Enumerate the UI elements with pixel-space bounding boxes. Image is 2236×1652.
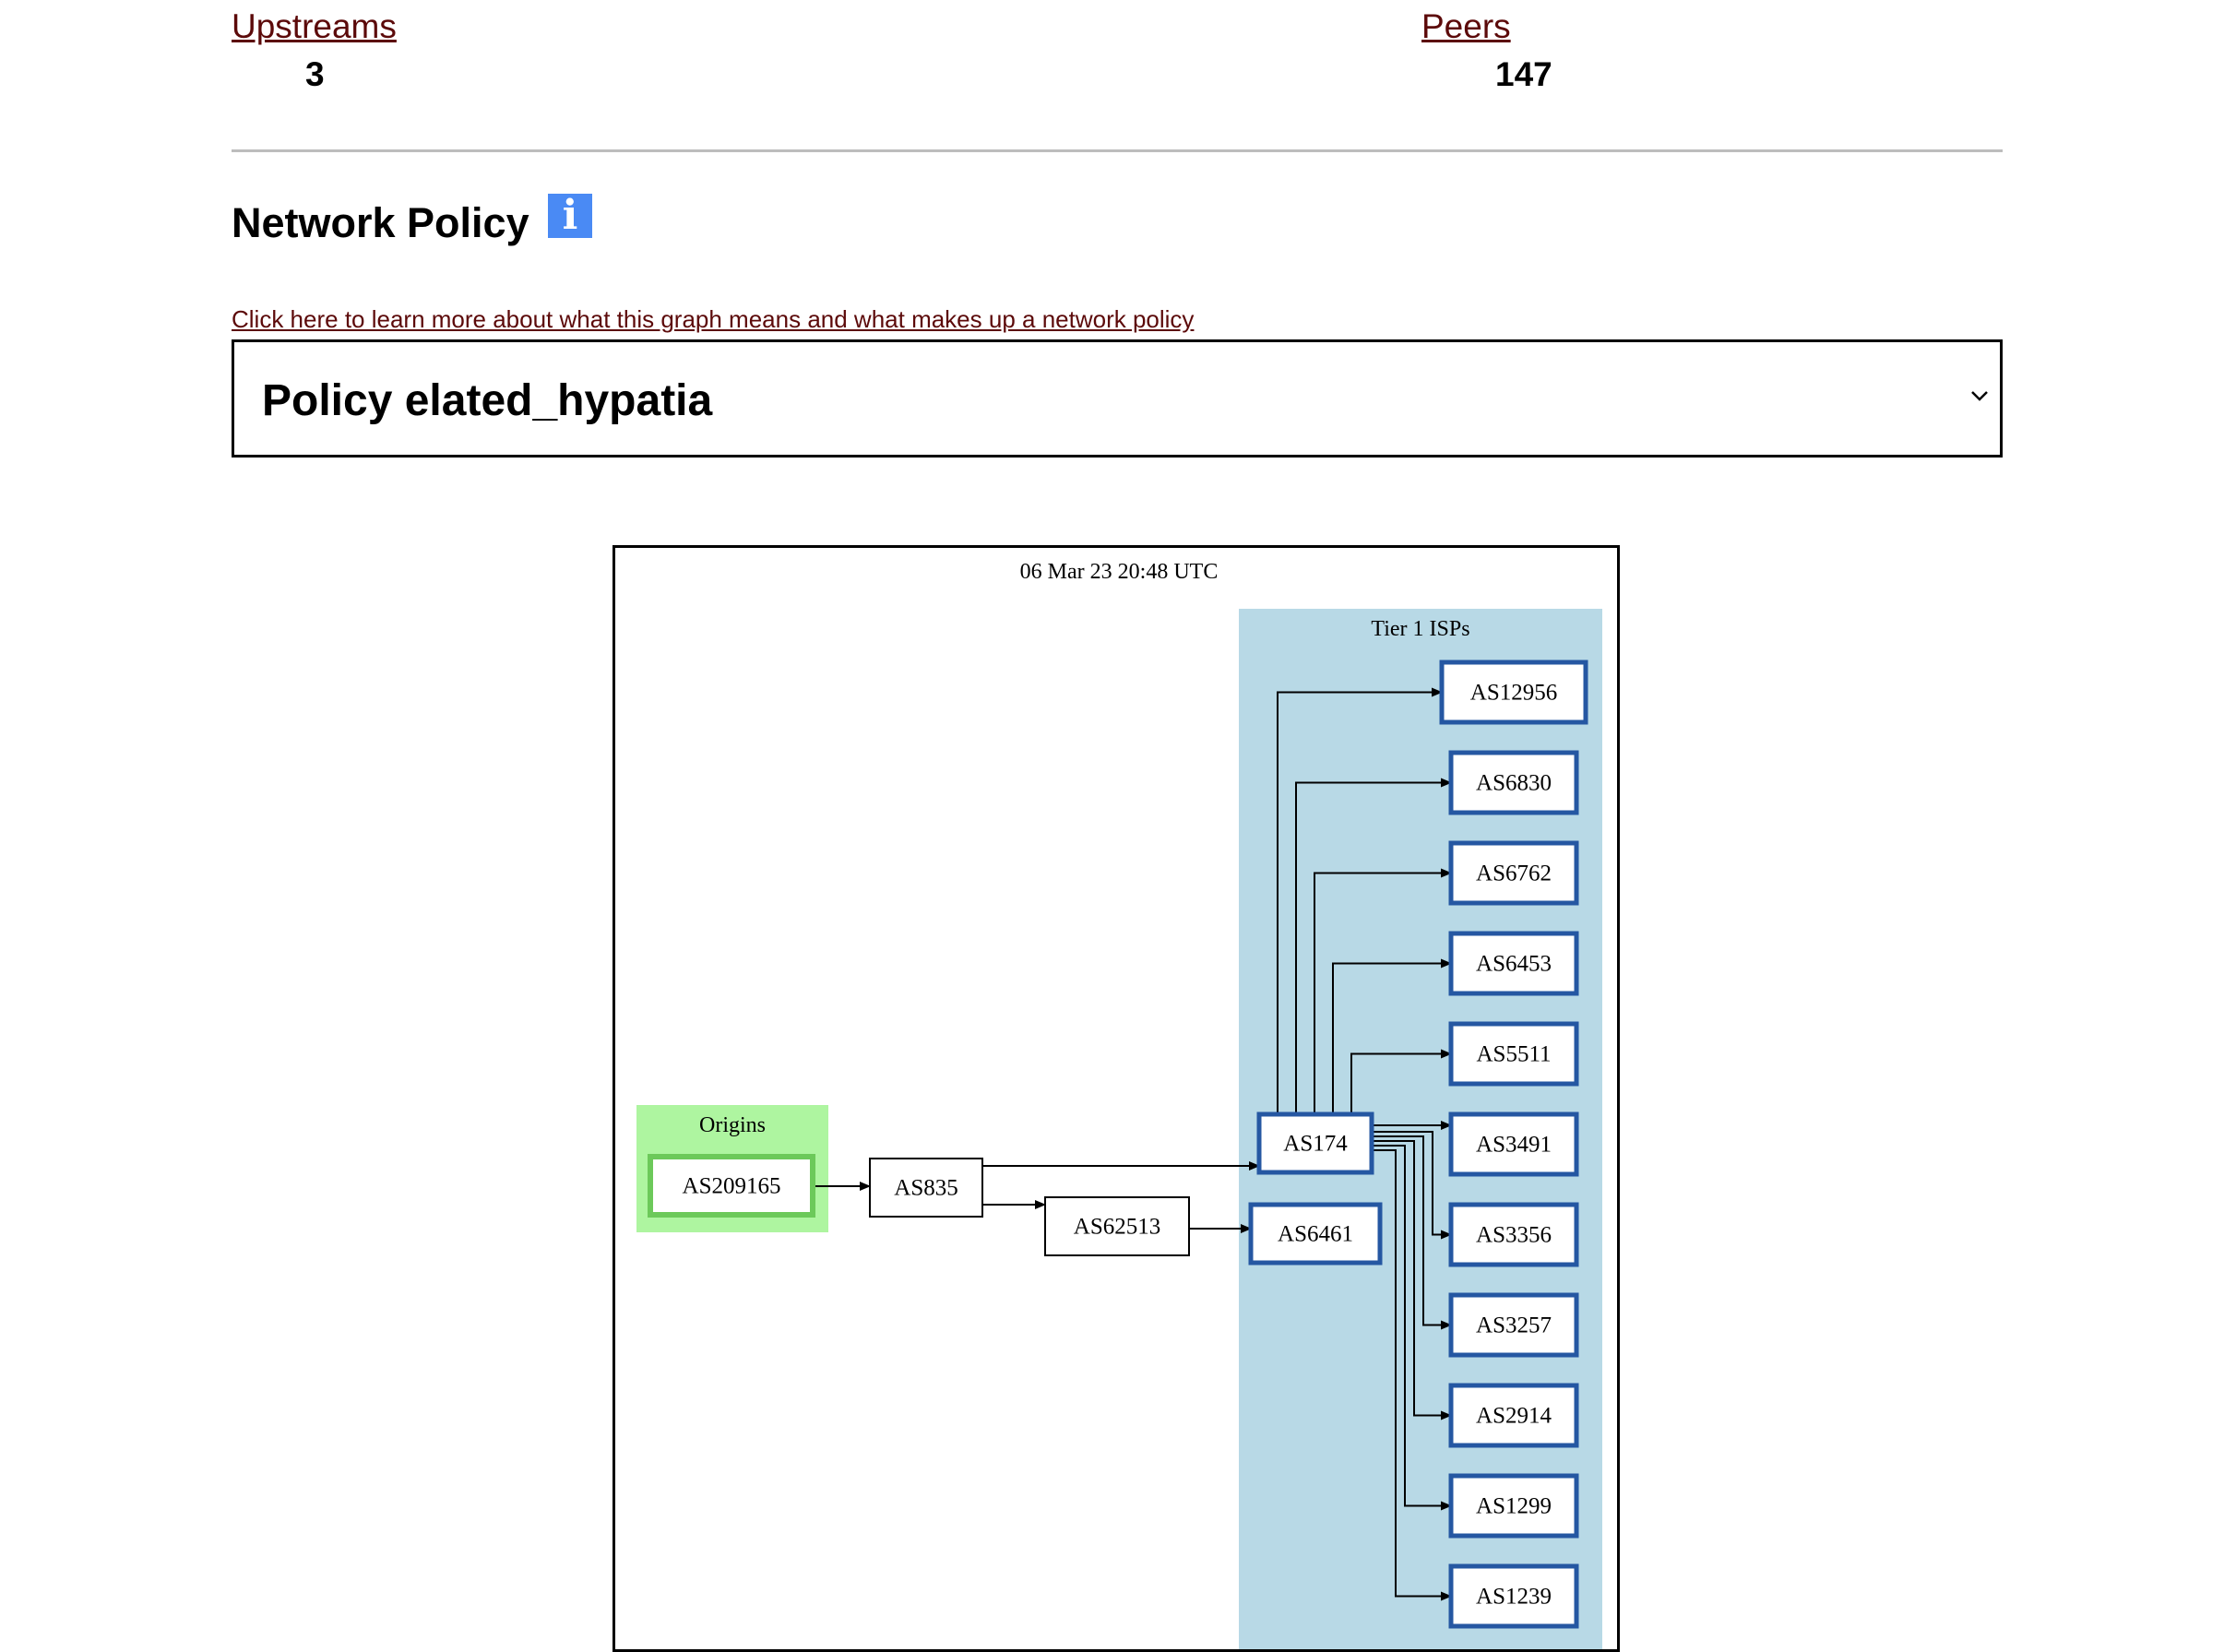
upstreams-link[interactable]: Upstreams xyxy=(232,7,397,45)
upstreams-stat: Upstreams 3 xyxy=(232,7,397,93)
node-box xyxy=(1448,750,1579,815)
graph-node-as209165[interactable]: AS209165 xyxy=(648,1154,815,1218)
graph-node-as6453[interactable]: AS6453 xyxy=(1448,931,1579,996)
node-label: AS6453 xyxy=(1476,952,1552,977)
graph-node-as1239[interactable]: AS1239 xyxy=(1448,1563,1579,1629)
graph-edge xyxy=(1372,1145,1452,1511)
origins-cluster-label: Origins xyxy=(699,1113,766,1137)
graph-node-as6461[interactable]: AS6461 xyxy=(1248,1202,1383,1266)
node-label: AS5511 xyxy=(1476,1042,1551,1067)
node-label: AS3257 xyxy=(1476,1313,1552,1338)
node-label: AS62513 xyxy=(1074,1215,1160,1240)
policy-select-value: Policy elated_hypatia xyxy=(262,376,713,425)
graph-node-as3257[interactable]: AS3257 xyxy=(1448,1292,1579,1358)
node-box xyxy=(1044,1196,1190,1256)
graph-node-as62513[interactable]: AS62513 xyxy=(1044,1196,1190,1256)
node-box xyxy=(1448,1292,1579,1358)
upstreams-count: 3 xyxy=(305,55,325,93)
graph-node-as12956[interactable]: AS12956 xyxy=(1439,660,1588,725)
graph-node-as3491[interactable]: AS3491 xyxy=(1448,1111,1579,1177)
info-icon[interactable]: i xyxy=(548,194,592,238)
graph-node-as174[interactable]: AS174 xyxy=(1256,1111,1374,1175)
node-label: AS1239 xyxy=(1476,1585,1552,1610)
graph-edges xyxy=(813,687,1452,1601)
node-label: AS1299 xyxy=(1476,1494,1552,1519)
node-box xyxy=(1448,1473,1579,1539)
node-label: AS2914 xyxy=(1476,1404,1552,1429)
graph-edge xyxy=(1372,1131,1452,1240)
node-box xyxy=(1448,1111,1579,1177)
graph-node-as6830[interactable]: AS6830 xyxy=(1448,750,1579,815)
graph-edge xyxy=(1295,778,1452,1114)
node-box xyxy=(648,1154,815,1218)
node-label: AS174 xyxy=(1283,1132,1348,1157)
node-box xyxy=(1448,1383,1579,1448)
node-label: AS6830 xyxy=(1476,771,1552,796)
graph-edge xyxy=(1332,958,1452,1114)
graph-node-as5511[interactable]: AS5511 xyxy=(1448,1021,1579,1087)
peers-link[interactable]: Peers xyxy=(1421,7,1511,45)
chevron-down-icon xyxy=(1971,391,1988,401)
graph-edge xyxy=(1314,868,1452,1114)
node-label: AS3491 xyxy=(1476,1133,1552,1158)
graph-canvas: 06 Mar 23 20:48 UTC Tier 1 ISPs Origins … xyxy=(636,560,1602,1649)
learn-more-link[interactable]: Click here to learn more about what this… xyxy=(232,305,1195,333)
node-box xyxy=(1256,1111,1374,1175)
section-title: Network Policy xyxy=(232,199,529,246)
node-box xyxy=(1448,1202,1579,1267)
node-label: AS6461 xyxy=(1278,1222,1353,1247)
node-box xyxy=(869,1158,983,1218)
node-label: AS3356 xyxy=(1476,1223,1552,1248)
graph-node-as835[interactable]: AS835 xyxy=(869,1158,983,1218)
graph-node-as1299[interactable]: AS1299 xyxy=(1448,1473,1579,1539)
graph-timestamp: 06 Mar 23 20:48 UTC xyxy=(1020,560,1219,584)
tier1-cluster-label: Tier 1 ISPs xyxy=(1371,617,1469,641)
graph-edge xyxy=(1350,1049,1452,1114)
peers-count: 147 xyxy=(1495,55,1552,93)
graph-edge xyxy=(1372,1135,1452,1330)
node-label: AS6762 xyxy=(1476,862,1552,886)
graph-edge xyxy=(1372,1140,1452,1420)
node-box xyxy=(1448,931,1579,996)
graph-edge xyxy=(1372,1149,1452,1601)
divider xyxy=(232,149,2003,152)
graph-node-as2914[interactable]: AS2914 xyxy=(1448,1383,1579,1448)
node-box xyxy=(1448,840,1579,906)
node-box xyxy=(1439,660,1588,725)
node-box xyxy=(1448,1021,1579,1087)
graph-edge xyxy=(1277,687,1443,1114)
peers-stat: Peers 147 xyxy=(1421,7,1552,93)
graph-node-as6762[interactable]: AS6762 xyxy=(1448,840,1579,906)
policy-select[interactable]: Policy elated_hypatia xyxy=(232,339,2003,458)
node-box xyxy=(1248,1202,1383,1266)
graph-node-as3356[interactable]: AS3356 xyxy=(1448,1202,1579,1267)
network-policy-graph: 06 Mar 23 20:48 UTC Tier 1 ISPs Origins … xyxy=(613,545,1620,1652)
node-label: AS12956 xyxy=(1470,681,1557,706)
node-label: AS835 xyxy=(894,1176,957,1201)
page: Upstreams 3 Peers 147 Network Policy i C… xyxy=(232,7,2003,1652)
node-label: AS209165 xyxy=(683,1174,781,1199)
